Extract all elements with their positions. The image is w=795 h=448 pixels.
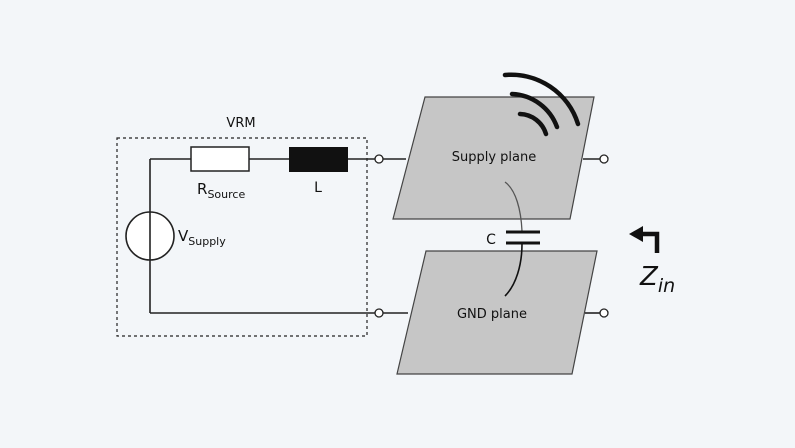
inductor-label: L [314,180,322,196]
impedance-label: Zin [639,262,675,297]
resistor-symbol [190,146,250,172]
inductor-symbol [289,147,348,172]
radiation-waves-icon [502,72,581,137]
capacitor-label: C [486,232,496,248]
capacitor-lead-bottom [504,243,523,297]
supply-plane-label: Supply plane [452,150,537,165]
terminal-gnd-right [599,308,609,318]
resistor-label: RSource [197,180,245,201]
voltage-source-label: VSupply [178,227,226,248]
gnd-plane-label: GND plane [457,307,527,322]
terminal-vrm-top [374,154,384,164]
gnd-plane [396,250,598,375]
terminal-supply-right [599,154,609,164]
vrm-label: VRM [226,116,255,131]
impedance-arrow-icon [629,226,660,253]
terminal-vrm-bottom [374,308,384,318]
vrm-enclosure [116,137,368,337]
capacitor-lead-top [504,181,523,232]
